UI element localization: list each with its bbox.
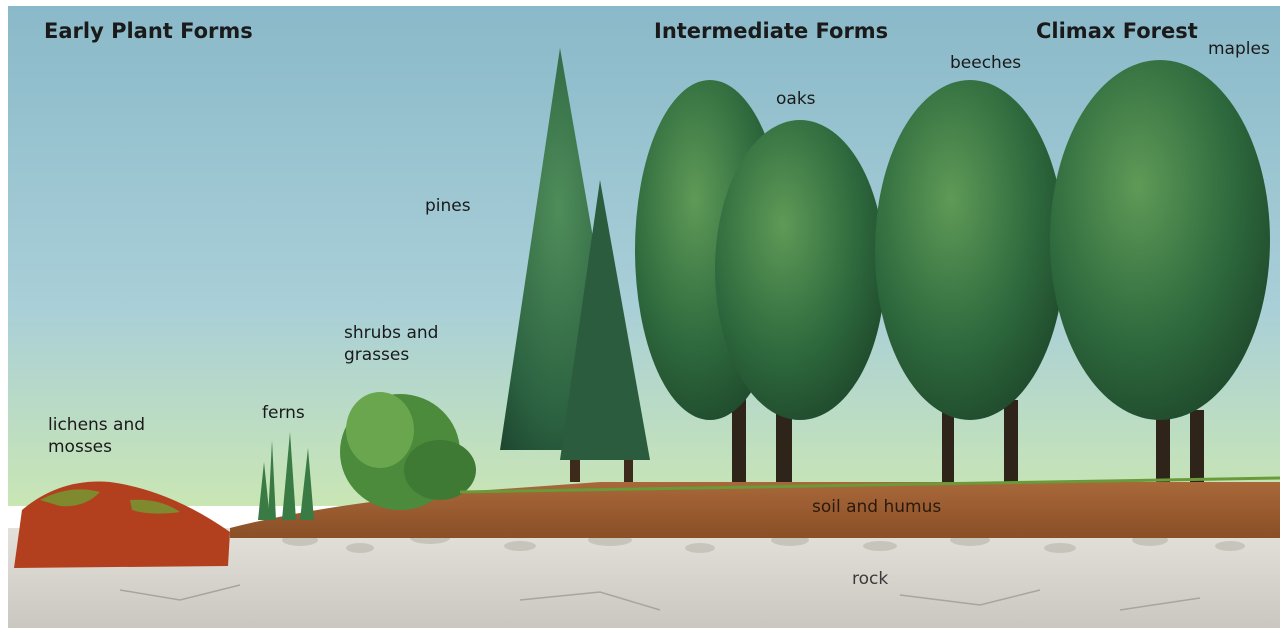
label-oaks: oaks [776,88,816,110]
label-shrubs-and-grasses: shrubs and grasses [344,322,438,366]
label-ferns: ferns [262,402,305,424]
heading-intermediate-forms: Intermediate Forms [654,18,888,44]
label-soil-and-humus: soil and humus [812,496,941,518]
label-pines: pines [425,195,471,217]
label-beeches: beeches [950,52,1021,74]
label-rock: rock [852,568,888,590]
label-maples: maples [1208,38,1270,60]
heading-early-plant-forms: Early Plant Forms [44,18,253,44]
heading-climax-forest: Climax Forest [1036,18,1198,44]
label-lichens-and-mosses: lichens and mosses [48,414,145,458]
